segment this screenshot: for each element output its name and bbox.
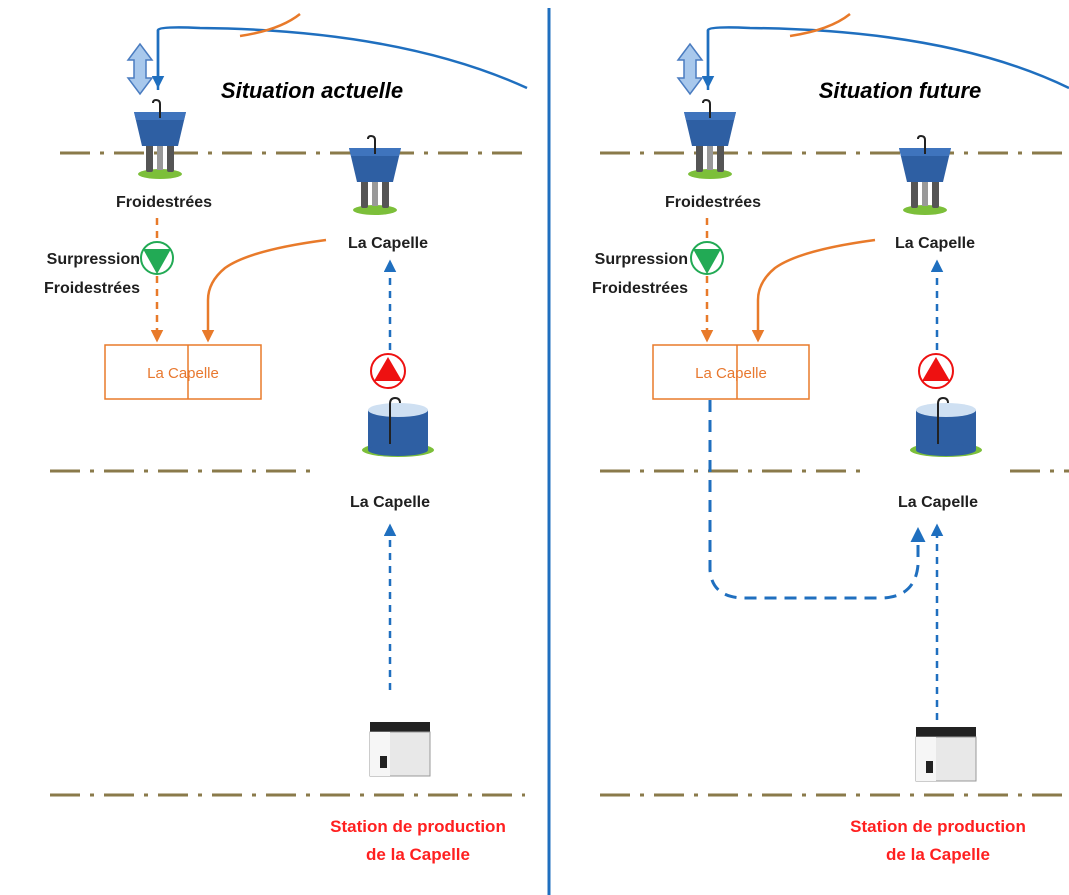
reservoir-icon — [909, 397, 983, 458]
right-panel: Situation future Froidestrées La Capelle… — [592, 13, 1069, 864]
double-arrow-icon — [676, 42, 704, 96]
water-tower-icon — [348, 135, 402, 216]
station-label-line1: Station de production — [330, 817, 506, 836]
left-title: Situation actuelle — [221, 78, 403, 103]
tower-la-capelle-label: La Capelle — [348, 235, 428, 252]
pump-label-line1: Surpression — [595, 251, 688, 268]
pump-down-icon — [140, 241, 174, 275]
station-label-line1: Station de production — [850, 817, 1026, 836]
water-tower-icon — [683, 99, 737, 180]
station-label-line2: de la Capelle — [366, 845, 470, 864]
pump-up-icon — [918, 353, 954, 389]
tower-froidestrees-label: Froidestrées — [116, 194, 212, 211]
tower-froidestrees-label: Froidestrées — [665, 194, 761, 211]
la-capelle-box-label: La Capelle — [695, 365, 767, 382]
la-capelle-box — [104, 344, 262, 400]
tower-la-capelle-label: La Capelle — [895, 235, 975, 252]
top-orange-pipe — [789, 13, 851, 38]
building-icon — [369, 721, 431, 777]
building-icon — [915, 726, 977, 782]
top-blue-pipe — [706, 26, 1069, 90]
pump-down-icon — [690, 241, 724, 275]
water-tower-icon — [133, 99, 187, 180]
pump-up-icon — [370, 353, 406, 389]
water-tower-icon — [898, 135, 952, 216]
reservoir-label: La Capelle — [350, 494, 430, 511]
pump-label-line2: Froidestrées — [44, 280, 140, 297]
reservoir-icon — [361, 397, 435, 458]
reservoir-label: La Capelle — [898, 494, 978, 511]
pump-label-line2: Froidestrées — [592, 280, 688, 297]
right-title: Situation future — [819, 78, 982, 103]
double-arrow-icon — [126, 42, 154, 96]
la-capelle-box — [652, 344, 810, 400]
left-panel: Situation actuelle Froidestrées La Capel… — [44, 13, 530, 864]
pump-label-line1: Surpression — [47, 251, 140, 268]
top-blue-pipe — [156, 26, 528, 90]
la-capelle-box-label: La Capelle — [147, 365, 219, 382]
top-orange-pipe — [239, 13, 301, 38]
station-label-line2: de la Capelle — [886, 845, 990, 864]
future-bypass-pipe — [708, 400, 926, 600]
